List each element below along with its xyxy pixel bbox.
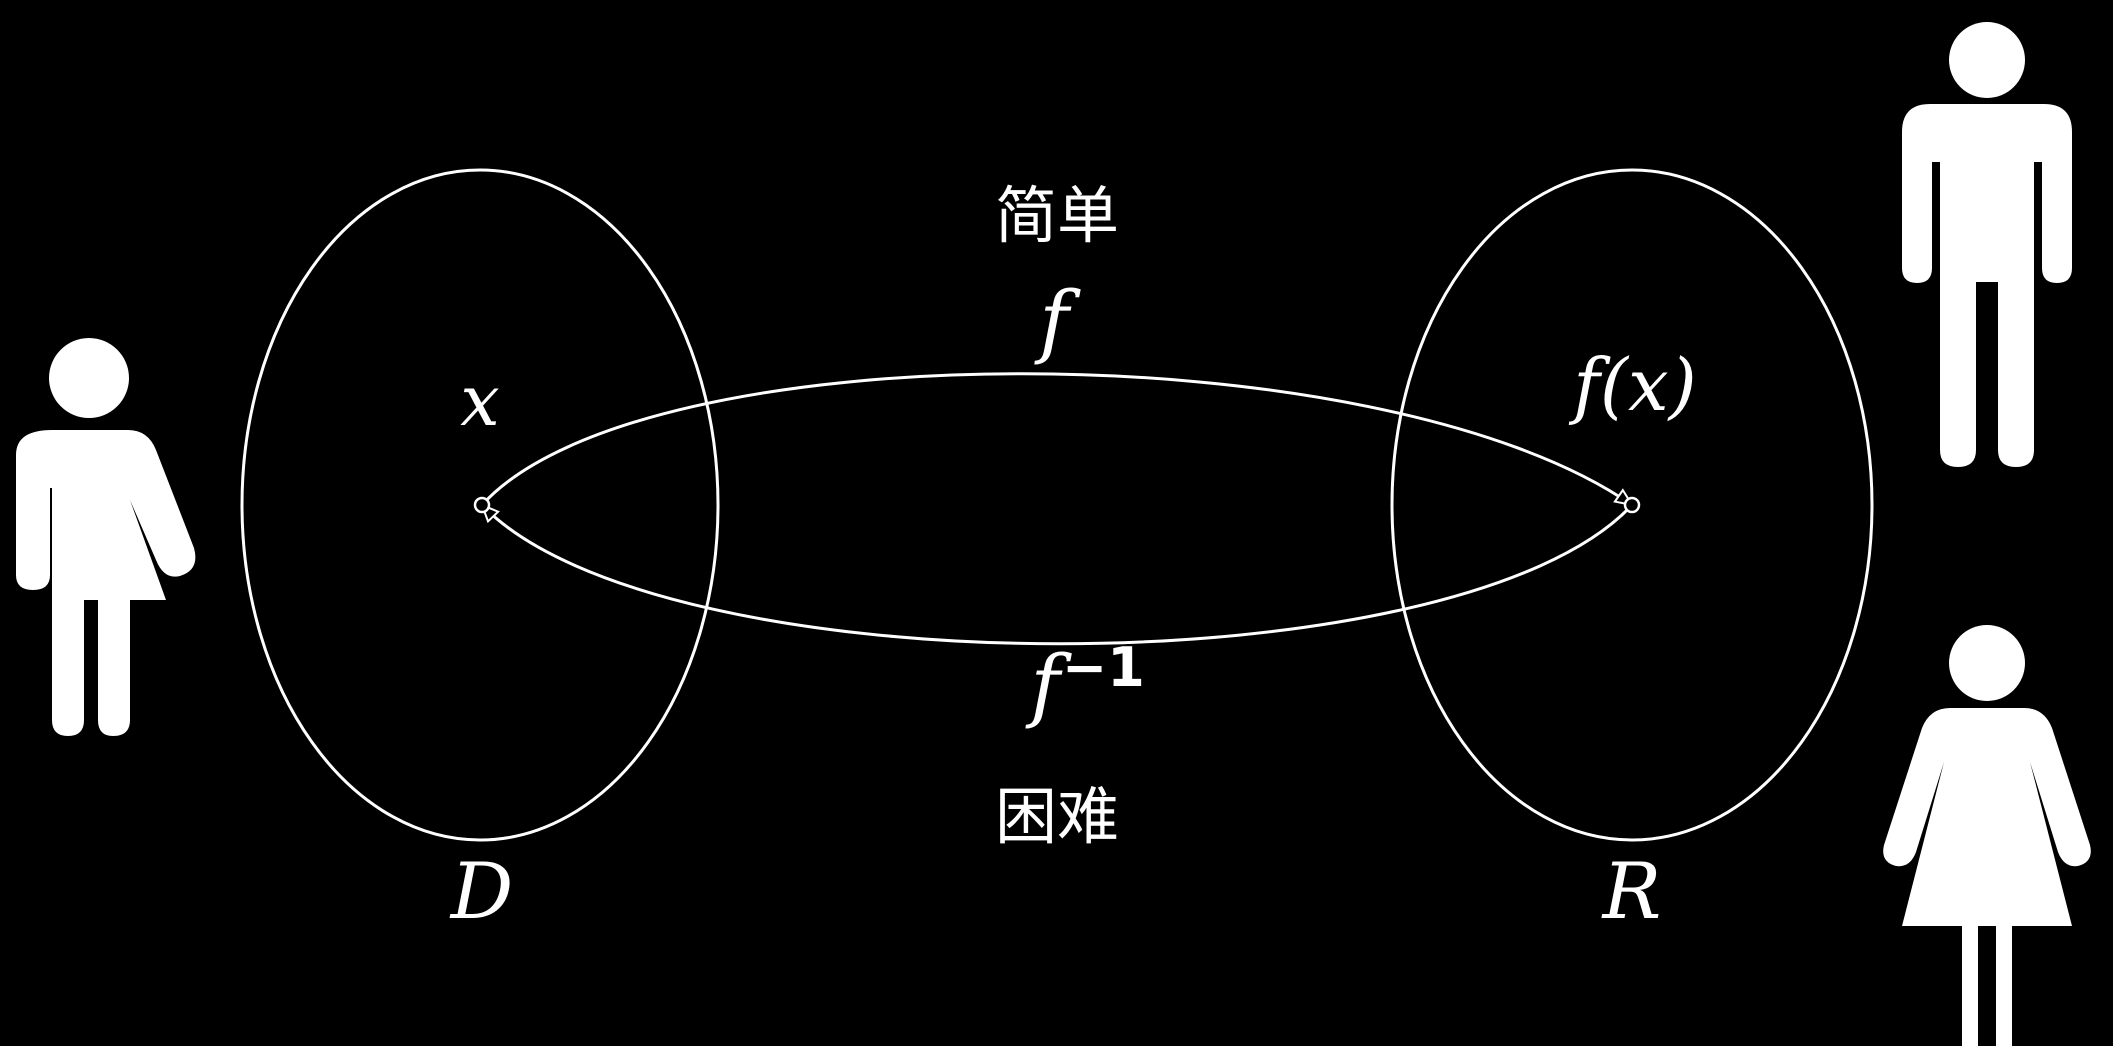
inverse-mapping-arc (482, 505, 1634, 646)
fx-label: f(x) (1568, 343, 1696, 427)
x-label: x (460, 360, 499, 442)
domain-label: D (449, 847, 514, 937)
f-label: f (1034, 274, 1081, 367)
forward-mapping-arc (480, 372, 1632, 505)
range-label: R (1601, 847, 1662, 937)
transgender-person-icon (16, 338, 196, 736)
point-fx (1623, 496, 1641, 514)
range-set-ellipse (1390, 168, 1874, 842)
female-person-icon (1883, 625, 2091, 1046)
domain-set-ellipse (240, 168, 720, 842)
male-person-icon (1902, 22, 2072, 467)
point-x (473, 496, 491, 514)
hard-label: 困难 (995, 780, 1119, 853)
easy-label: 简单 (995, 179, 1119, 252)
f-inverse-exponent: −1 (1062, 636, 1145, 699)
